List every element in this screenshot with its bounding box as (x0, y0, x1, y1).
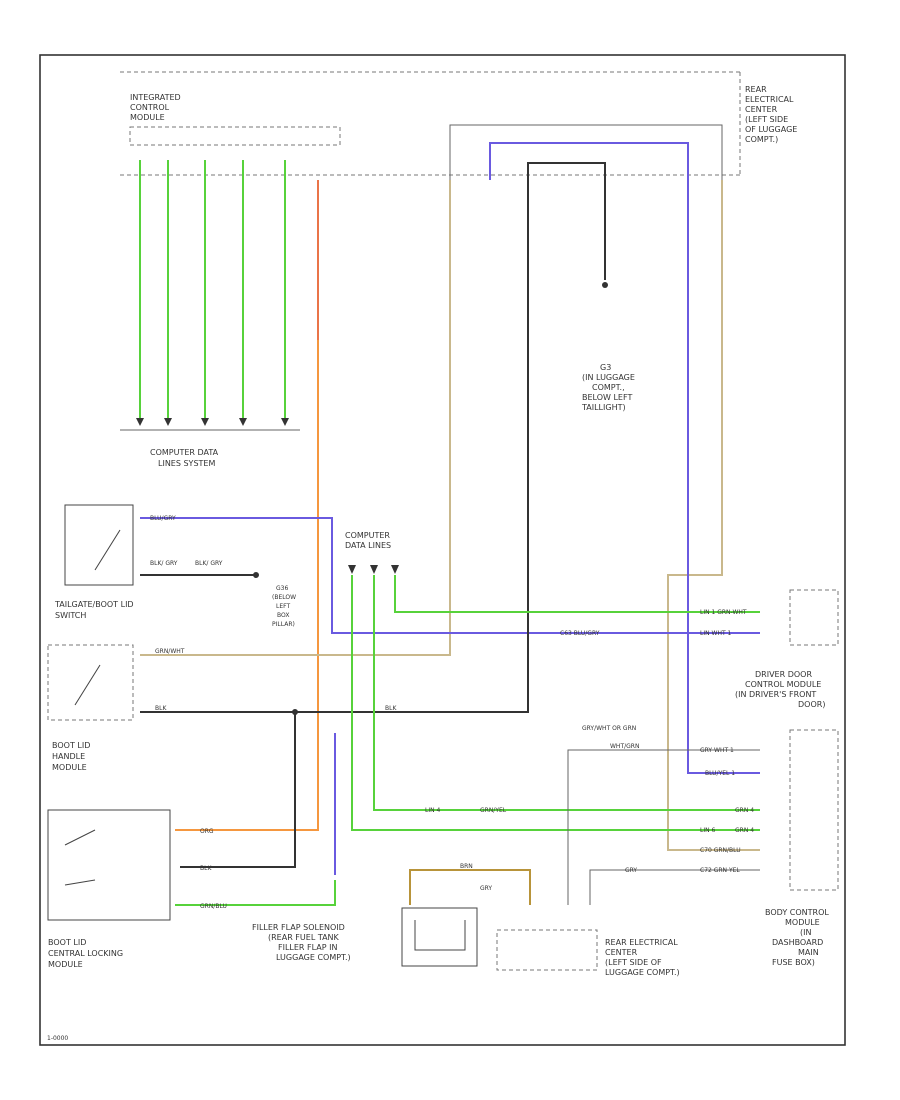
wire-label-grn-41: GRN 4 (735, 827, 754, 834)
wire-label-blk-2: BLK (385, 705, 397, 712)
diagram-code: 1-0000 (47, 1035, 68, 1042)
wire-label-brn: BRN (460, 863, 473, 870)
icm-box (129, 126, 341, 146)
wire-label-c70: C70 GRN/BLU (700, 847, 741, 854)
filler-flap-label: FILLER FLAP SOLENOID (REAR FUEL TANK FIL… (252, 923, 351, 962)
wire-label-grn-wht: GRN/WHT (155, 648, 185, 655)
ground-g3-node (602, 282, 608, 288)
boot-lid-handle-box (47, 644, 134, 721)
wire-label-lin6: LIN 6 (700, 827, 716, 834)
driver-door-box (789, 589, 839, 646)
driver-door-label: DRIVER DOOR CONTROL MODULE (IN DRIVER'S … (735, 670, 825, 709)
wire-label-blu-yel: BLU/YEL 1 (705, 770, 735, 777)
tan-wire-right (667, 180, 760, 851)
wire-label-lin1: LIN 1 GRN-WHT (700, 609, 747, 616)
wire-label-lin-wht: LIN WHT 1 (700, 630, 732, 637)
blue-wire-top (140, 517, 760, 634)
tailgate-switch-box (64, 504, 134, 586)
computer-data-lines-connector (348, 565, 399, 574)
ground-g36-label: G36 (BELOW LEFT BOX PILLAR) (272, 585, 298, 628)
tailgate-switch-label: TAILGATE/BOOT LID SWITCH (54, 600, 136, 620)
boot-lid-locking-label: BOOT LID CENTRAL LOCKING MODULE (48, 938, 126, 969)
wire-label-lin4: LIN 4 (425, 807, 441, 814)
wire-label-grn-blu: GRN/BLU (200, 903, 227, 910)
wire-label-blk-gry-2: BLK/ GRY (195, 560, 223, 567)
locking-contact-1 (64, 829, 96, 846)
wire-label-c72: C72 GRN YEL (700, 867, 740, 874)
green-wire-3 (394, 575, 760, 613)
wire-label-wht-grn: WHT/GRN (610, 743, 639, 750)
blue-wire-loop (489, 142, 760, 774)
rec-bottom-label: REAR ELECTRICAL CENTER (LEFT SIDE OF LUG… (605, 938, 680, 977)
wire-label-org: ORG (200, 828, 214, 835)
wire-label-gry2: GRY (480, 885, 492, 892)
computer-data-lines-label: COMPUTER DATA LINES (345, 531, 393, 550)
wire-label-blk: BLK (155, 705, 167, 712)
boot-lid-locking-box (47, 809, 171, 921)
boot-lid-handle-contact (74, 664, 101, 706)
orange-wire (175, 180, 319, 831)
green-wire-2 (373, 575, 760, 811)
locking-contact-2 (64, 879, 96, 886)
tan-wire-tailgate (140, 180, 451, 656)
brown-wire-filler (409, 869, 531, 905)
wire-label-gry-wht-or: GRY/WHT OR GRN (582, 725, 636, 732)
wire-label-blk-3: BLK (200, 865, 212, 872)
data-lines-system-label: COMPUTER DATA LINES SYSTEM (150, 448, 221, 468)
gray-wire-1 (567, 749, 760, 905)
icm-label: INTEGRATED CONTROL MODULE (130, 93, 183, 122)
rec-bottom-box (496, 929, 598, 971)
green-wire-1 (351, 575, 760, 831)
body-control-label: BODY CONTROL MODULE (IN DASHBOARD MAIN F… (765, 908, 831, 967)
ground-g3-label: G3 (IN LUGGAGE COMPT., BELOW LEFT TAILLI… (581, 363, 637, 412)
tailgate-switch-contact (94, 529, 121, 571)
tan-wire-top-loop (449, 124, 723, 180)
wire-label-blk-gry: BLK/ GRY (150, 560, 178, 567)
wire-label-grn-yel: GRN/YEL (480, 807, 507, 814)
black-wire-lock (180, 712, 296, 868)
boot-lid-handle-label: BOOT LID HANDLE MODULE (52, 741, 93, 772)
gray-wire-2 (589, 869, 760, 905)
wire-label-gry-wht: GRY WHT 1 (700, 747, 734, 754)
ground-g36-node (253, 572, 259, 578)
splice-black (292, 709, 298, 715)
filler-flap-coil (414, 920, 466, 951)
diagram-border (39, 54, 846, 1046)
body-control-box (789, 729, 839, 891)
wire-label-blu-gry-top: BLU/GRY (150, 515, 176, 522)
green-data-lines (136, 160, 289, 426)
filler-flap-box (401, 907, 478, 967)
rec-top-label: REAR ELECTRICAL CENTER (LEFT SIDE OF LUG… (745, 85, 800, 144)
wire-label-gry: GRY (625, 867, 637, 874)
wire-label-c63: C63 BLU/GRY (560, 630, 600, 637)
green-wire-lock (175, 880, 336, 906)
black-wire-handle (140, 162, 606, 713)
wire-label-grn-1: GRN 4 (735, 807, 754, 814)
